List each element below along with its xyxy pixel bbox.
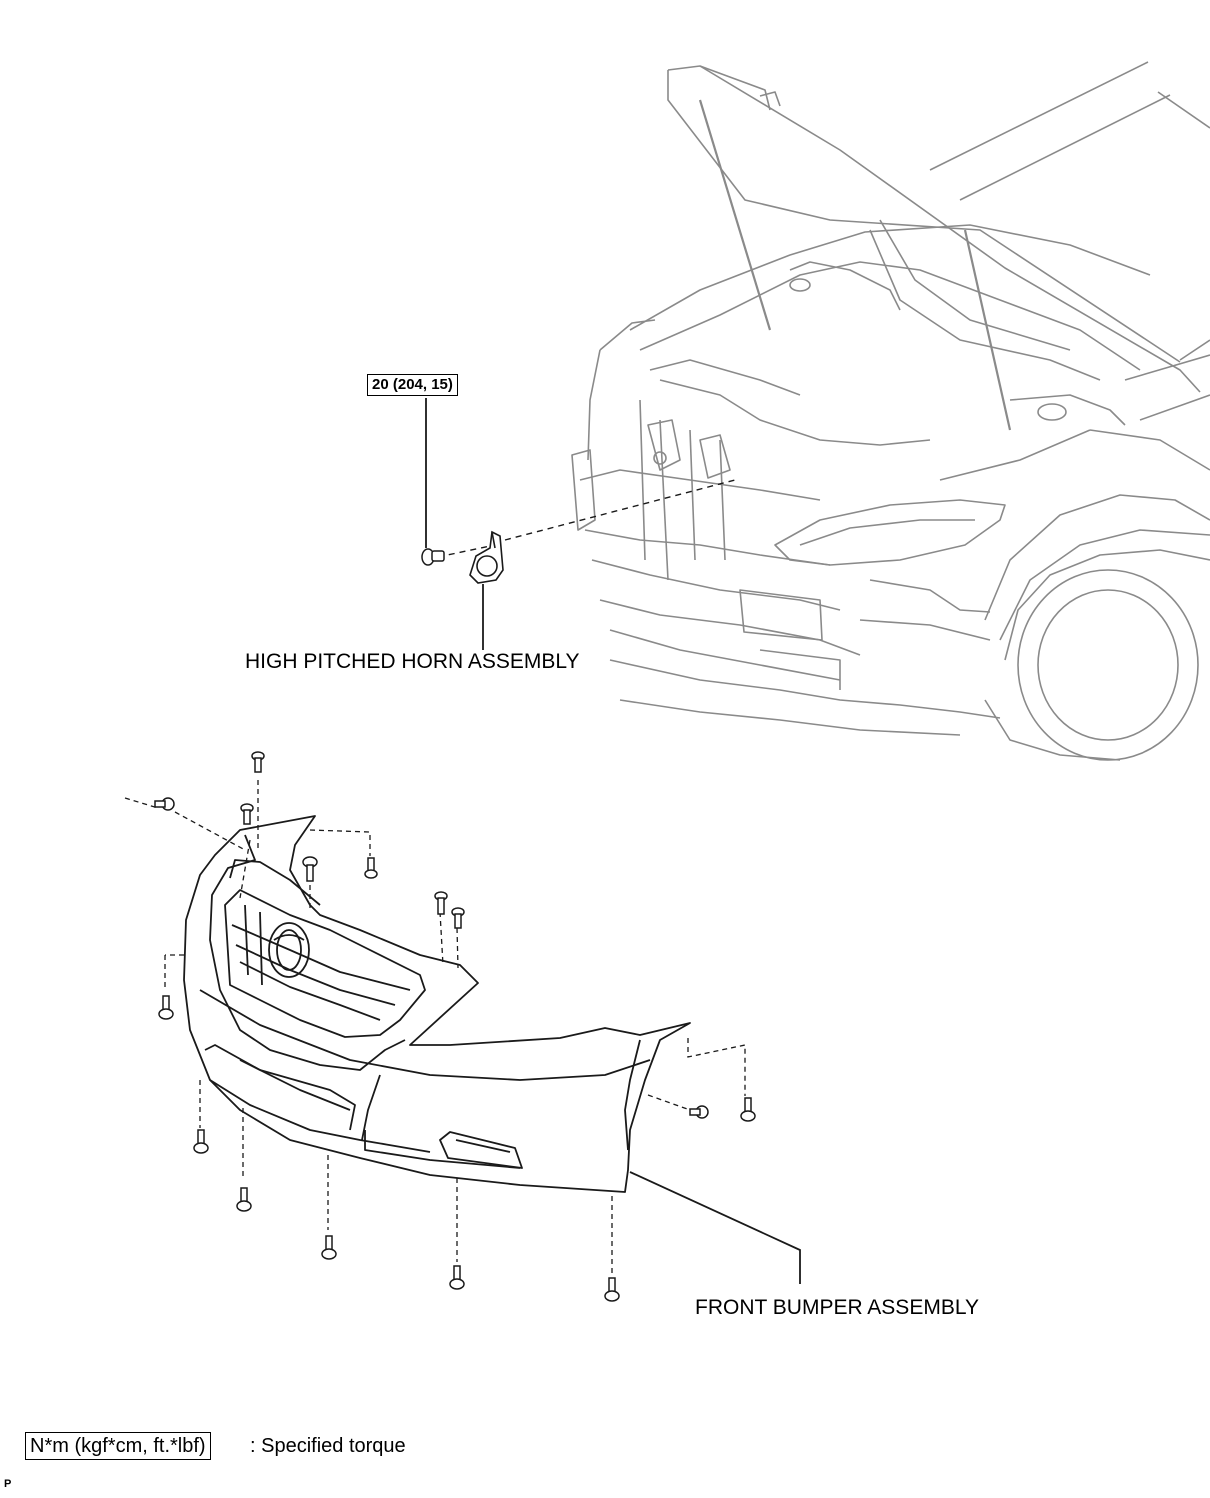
high-pitched-horn [469,530,504,584]
screw [451,907,465,929]
screw [434,891,448,915]
screw [158,995,174,1020]
horn-bolt [421,548,445,566]
horn-assembly-label: HIGH PITCHED HORN ASSEMBLY [245,650,580,673]
bumper-leader-line [629,1171,801,1284]
screw [364,857,378,879]
screw [449,1265,465,1290]
screw [154,797,175,811]
horn-mount-dashed-line [437,479,736,558]
screw [193,1129,209,1154]
screw [689,1105,709,1119]
bumper-screws [154,751,756,1302]
screw [240,803,254,825]
screw [251,751,265,773]
horn-torque-callout: 20 (204, 15) [367,374,458,396]
bumper-fastener-dashed-lines [124,780,746,1274]
front-bumper-cover [183,815,691,1193]
vehicle-front-outline [571,61,1210,761]
torque-unit-legend-box: N*m (kgf*cm, ft.*lbf) [25,1432,211,1460]
page-corner-mark: P [4,1478,12,1490]
screw [321,1235,337,1260]
torque-legend-description: : Specified torque [250,1435,406,1457]
bumper-assembly-label: FRONT BUMPER ASSEMBLY [695,1296,979,1319]
screw [302,856,318,882]
screw [604,1277,620,1302]
screw [740,1097,756,1122]
screw [236,1187,252,1212]
